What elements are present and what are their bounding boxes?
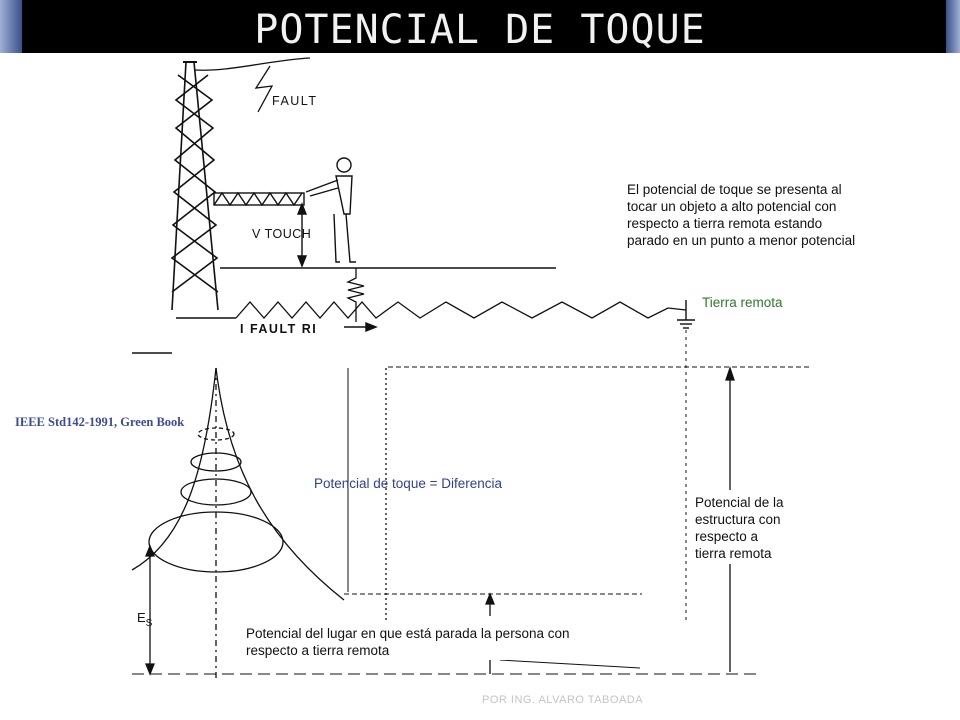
person-figure (305, 157, 356, 263)
i-fault-label: I FAULT RI (240, 322, 318, 336)
footer-credit: POR ING. ALVARO TABOADA (482, 694, 644, 706)
fault-lightning (194, 57, 311, 113)
source-citation: IEEE Std142-1991, Green Book (15, 415, 185, 429)
energized-object (213, 191, 305, 207)
structure-potential-arrow (725, 365, 735, 672)
fault-label: FAULT (272, 94, 318, 108)
structure-potential-note-line: tierra remota (695, 546, 772, 561)
es-label-subscript: S (145, 618, 153, 629)
remote-ground-icon (677, 300, 695, 329)
definition-note-line: parado en un punto a menor potencial (627, 233, 856, 248)
place-potential-note-line: respecto a tierra remota (246, 643, 390, 658)
transmission-tower (170, 61, 219, 311)
title-bar-left-accent (0, 0, 22, 53)
body-resistor (346, 268, 365, 322)
es-arrow (145, 544, 155, 676)
title-bar-right-accent (946, 0, 960, 53)
structure-potential-note-line: Potencial de la (695, 495, 784, 510)
place-potential-note-line: Potencial del lugar en que está parada l… (246, 626, 570, 641)
definition-note-line: tocar un objeto a alto potencial con (627, 199, 837, 214)
earth-resistance (235, 301, 687, 319)
reference-lines (132, 366, 812, 675)
place-potential-arrow (485, 592, 495, 674)
structure-potential-note-line: respecto a (695, 529, 759, 544)
title-bar: POTENCIAL DE TOQUE (0, 0, 960, 53)
fault-current-arrow (344, 321, 378, 333)
slide-title: POTENCIAL DE TOQUE (254, 7, 706, 53)
v-touch-arrow (296, 202, 308, 268)
es-label: ES (137, 610, 152, 629)
tierra-remota-label: Tierra remota (702, 295, 783, 310)
touch-difference-label: Potencial de toque = Diferencia (314, 476, 502, 491)
place-potential-note: Potencial del lugar en que está parada l… (244, 624, 572, 660)
definition-note-line: respecto a tierra remota estando (627, 216, 823, 231)
ground-surface (176, 267, 556, 319)
definition-note-line: El potencial de toque se presenta al (627, 182, 842, 197)
v-touch-label: V TOUCH (252, 227, 312, 241)
definition-note: El potencial de toque se presenta al toc… (627, 181, 855, 249)
structure-potential-note: Potencial de la estructura con respecto … (693, 492, 786, 564)
structure-potential-note-line: estructura con (695, 512, 781, 527)
es-label-main: E (137, 610, 146, 625)
